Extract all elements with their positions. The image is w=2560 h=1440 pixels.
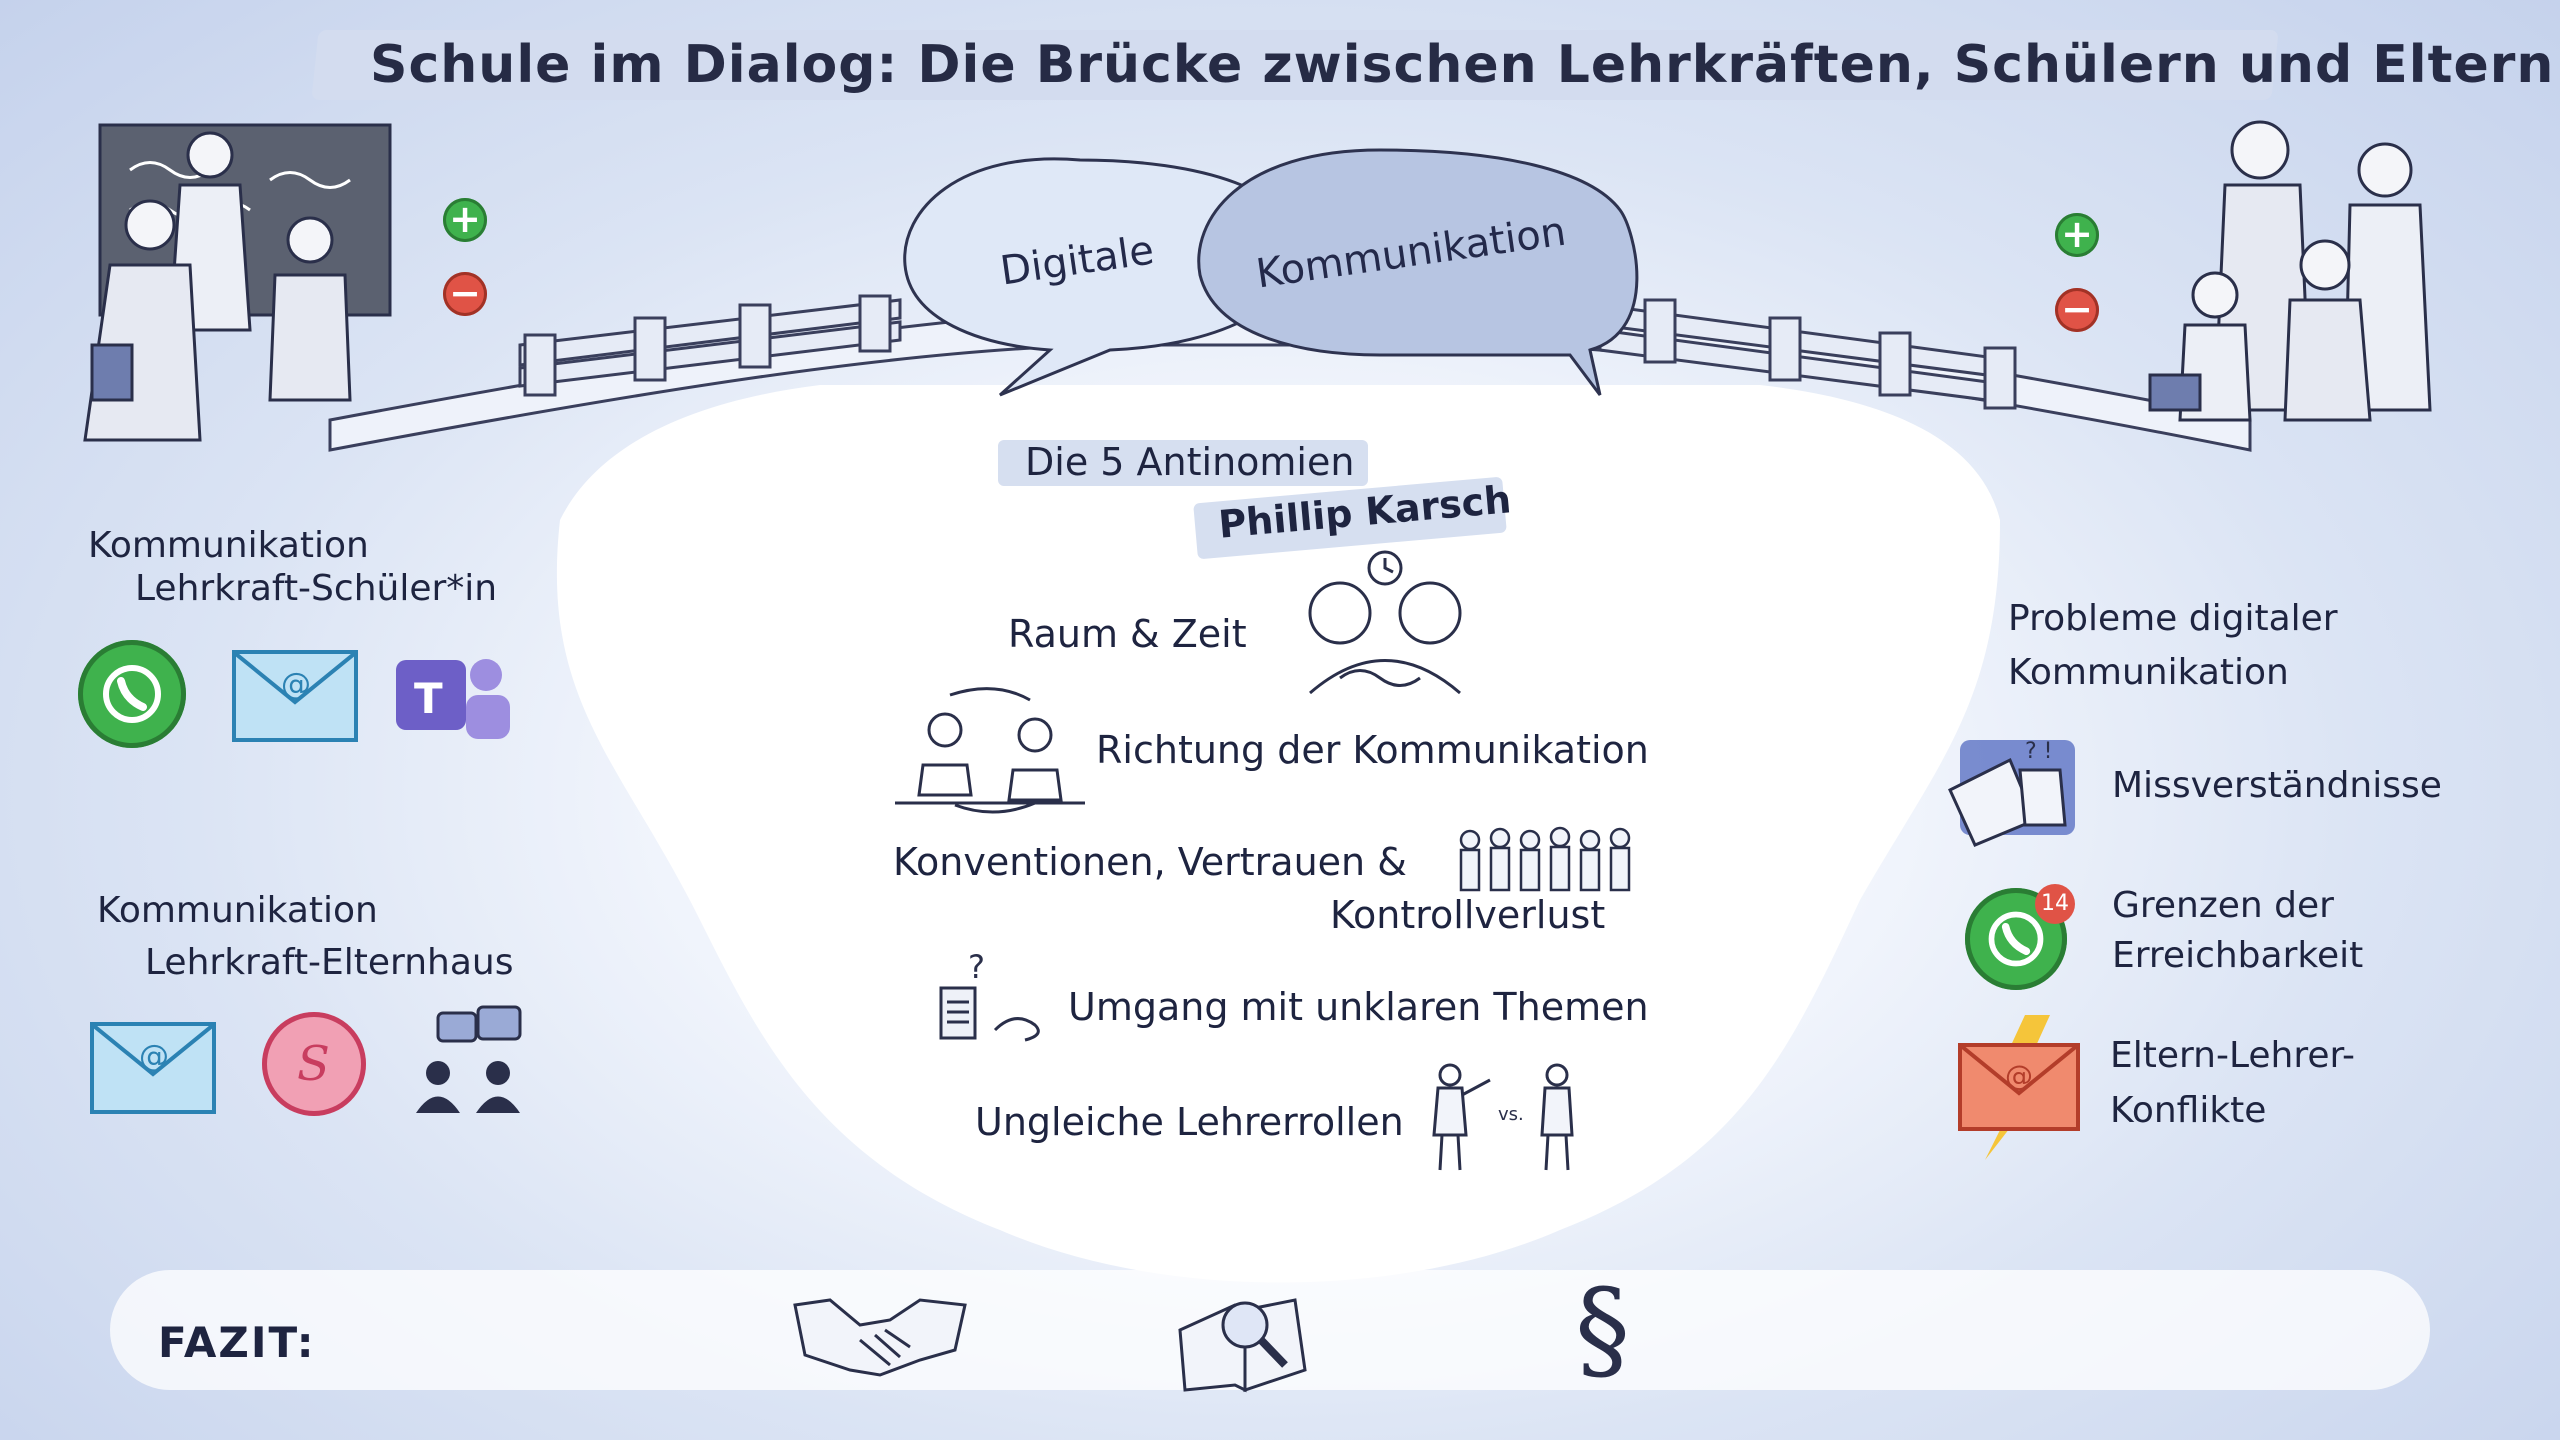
whatsapp-icon[interactable]	[78, 640, 186, 748]
right-heading-line2: Kommunikation	[2008, 652, 2289, 693]
parents-illustration	[2148, 120, 2432, 422]
problem-2-label-line2: Erreichbarkeit	[2112, 935, 2364, 976]
svg-text:@: @	[281, 667, 311, 702]
meeting-chat-icon[interactable]	[408, 1005, 528, 1115]
center-funnel-shape	[556, 385, 2001, 1283]
problem-3-label-line2: Konflikte	[2110, 1090, 2267, 1131]
minus-icon-left: −	[443, 272, 487, 316]
teacher-vs-icon: vs.	[1432, 1063, 1574, 1171]
page-title: Schule im Dialog: Die Brücke zwischen Le…	[370, 35, 2555, 95]
problem-2-label-line1: Grenzen der	[2112, 885, 2334, 926]
clipboard-question-icon: ?	[939, 950, 1040, 1042]
paragraph-icon: §	[1575, 1265, 1630, 1393]
left-section2-line1: Kommunikation	[97, 890, 378, 931]
antinomie-1-label: Raum & Zeit	[1008, 612, 1247, 656]
two-people-talking-icon	[895, 687, 1085, 814]
brains-globe-clock-icon	[1308, 550, 1462, 695]
notification-badge: 14	[2035, 884, 2075, 924]
right-heading-line1: Probleme digitaler	[2008, 598, 2338, 639]
plus-icon-right: +	[2055, 213, 2099, 257]
svg-text:S: S	[297, 1036, 330, 1092]
antinomie-3-label-line1: Konventionen, Vertrauen &	[893, 840, 1407, 884]
left-section1-line1: Kommunikation	[88, 525, 369, 566]
left-section1-line2: Lehrkraft-Schüler*in	[135, 568, 498, 609]
email-icon-parents[interactable]: @	[90, 1022, 216, 1114]
schoolfox-icon[interactable]: S	[262, 1012, 366, 1116]
antinomie-2-label-full: Richtung der Kommunikation	[1096, 728, 1649, 772]
center-heading: Die 5 Antinomien	[1025, 440, 1355, 484]
vs-label: vs.	[1498, 1104, 1524, 1125]
svg-text:@: @	[2005, 1059, 2033, 1092]
svg-text:?: ?	[968, 950, 985, 986]
antinomie-3-label-line2: Kontrollverlust	[1330, 893, 1606, 937]
svg-text:? !: ? !	[2025, 739, 2053, 764]
teams-icon[interactable]: T	[396, 645, 514, 745]
bridge-railing-left	[518, 294, 902, 397]
plus-icon-left: +	[443, 198, 487, 242]
bridge-railing-right	[1598, 298, 2017, 410]
antinomie-5-label: Ungleiche Lehrerrollen	[975, 1100, 1404, 1144]
teachers-illustration	[83, 123, 392, 442]
minus-icon-right: −	[2055, 288, 2099, 332]
speech-bubble-right	[1197, 148, 1639, 396]
center-heading-highlight	[998, 440, 1368, 486]
book-magnifier-icon	[1178, 1298, 1307, 1393]
fazit-label: FAZIT:	[158, 1318, 316, 1367]
antinomie-4-label: Umgang mit unklaren Themen	[1068, 985, 1649, 1029]
email-icon[interactable]: @	[232, 650, 358, 742]
handshake-icon	[793, 1298, 967, 1377]
crowd-icon	[1459, 826, 1631, 892]
svg-text:T: T	[414, 674, 443, 723]
confused-documents-icon: ? !	[1948, 739, 2075, 847]
svg-text:@: @	[139, 1039, 169, 1074]
problem-1-label: Missverständnisse	[2112, 765, 2442, 806]
problem-3-label-line1: Eltern-Lehrer-	[2110, 1035, 2356, 1076]
left-section2-line2: Lehrkraft-Elternhaus	[145, 942, 514, 983]
email-lightning-icon: @	[1958, 1015, 2080, 1160]
